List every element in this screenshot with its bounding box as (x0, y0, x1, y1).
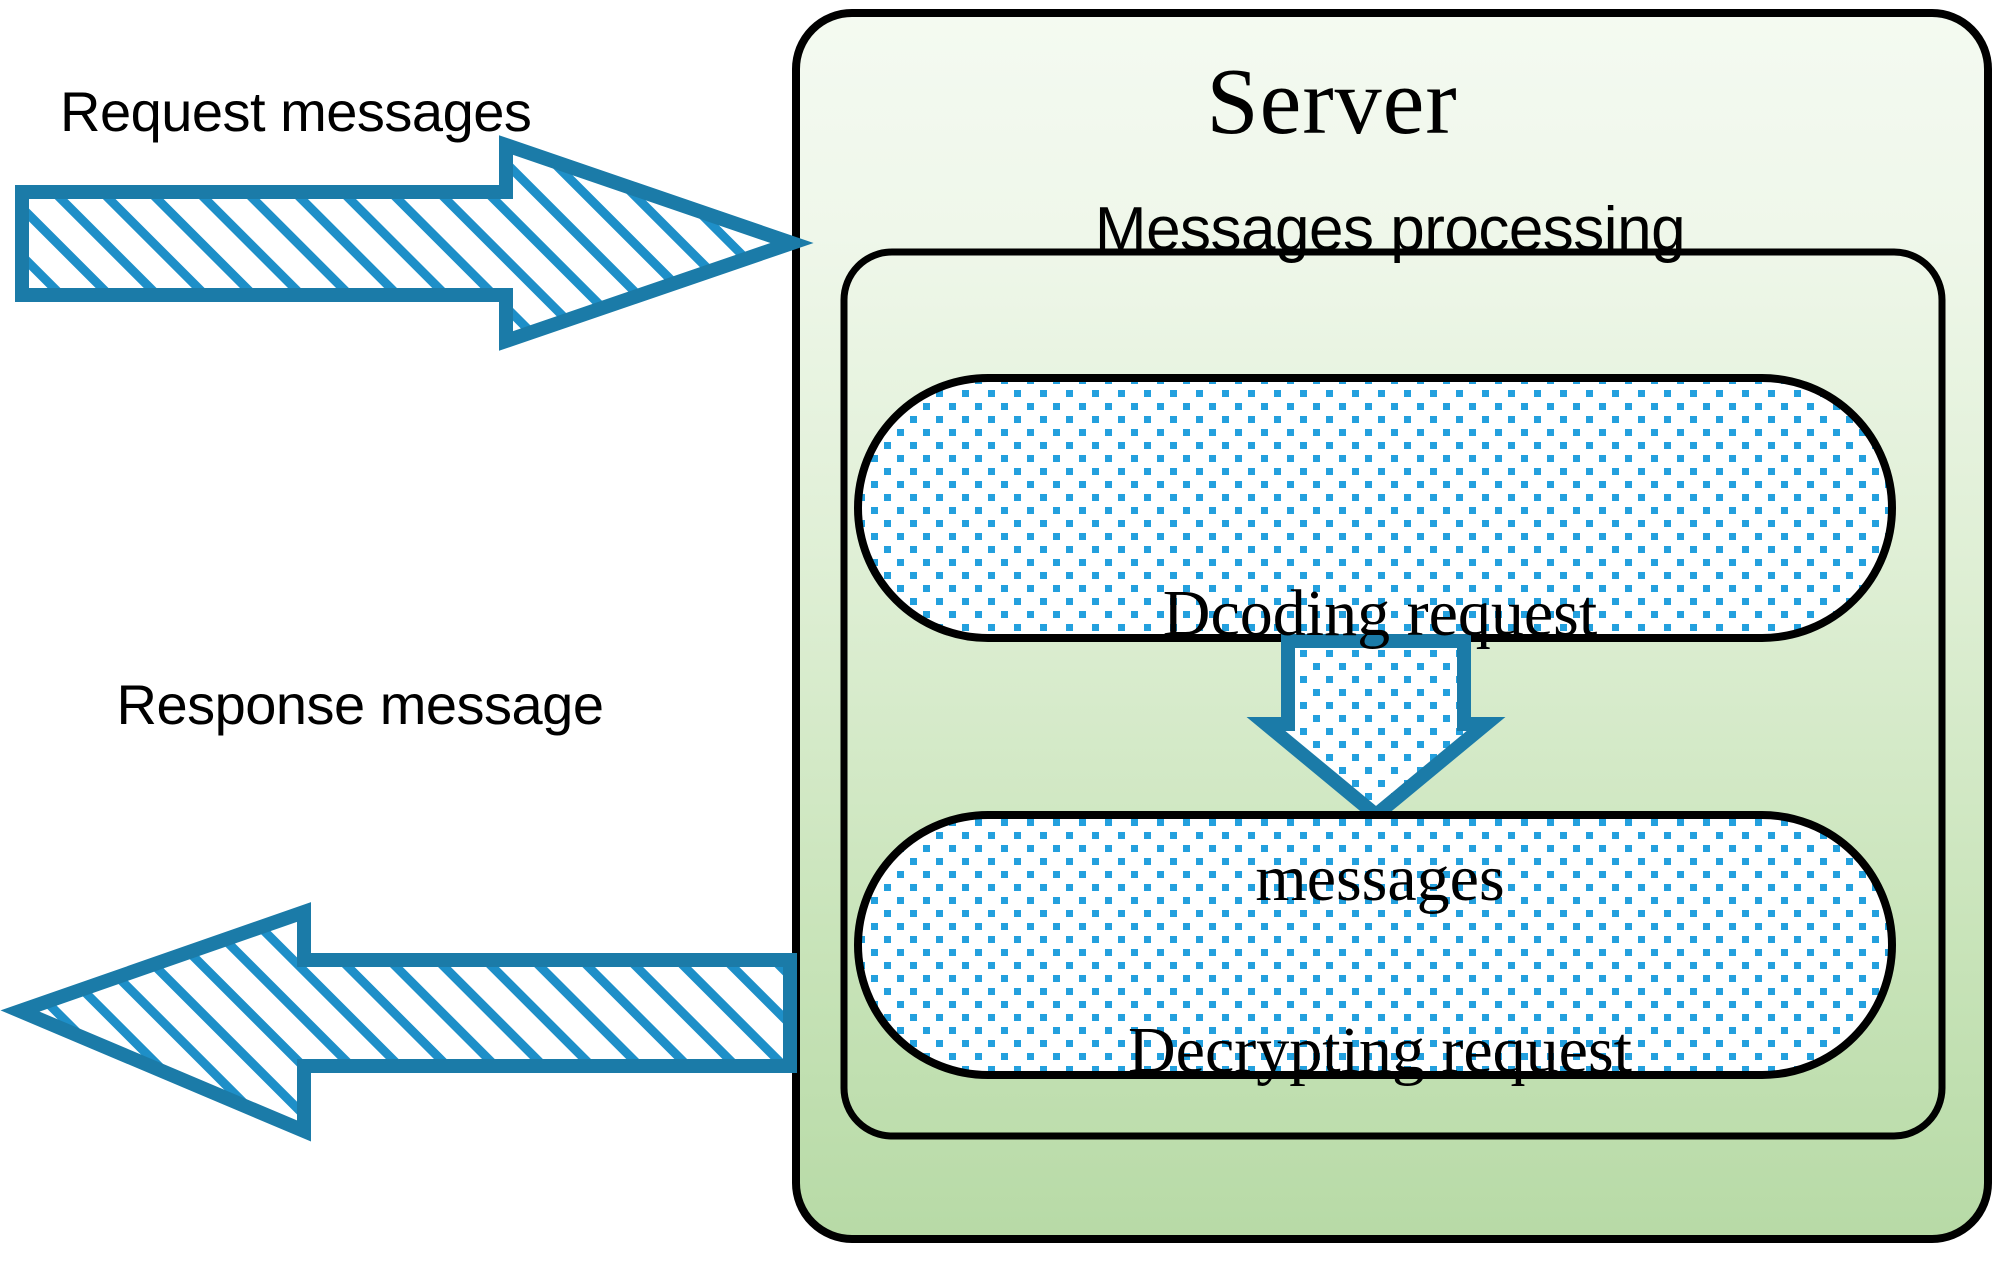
messages-processing-title: Messages processing (1094, 195, 1686, 264)
down-arrow (1246, 634, 1506, 825)
request-messages-arrow-shape (15, 135, 814, 351)
messages-processing-container (840, 248, 1946, 1140)
decoding-step-label-line2: messages (1255, 842, 1505, 916)
step-connector-arrow-shape (1246, 634, 1506, 825)
decrypting-step-label: Decrypting request message (880, 830, 1880, 1263)
response-message-arrow-shape (0, 902, 797, 1142)
decoding-step-label: Dcoding request messages (880, 393, 1880, 1101)
right-arrow (15, 135, 814, 351)
messages-processing-box (840, 248, 1946, 1140)
request-messages-label: Request messages (60, 80, 532, 143)
decrypting-step-label-line1: Decrypting request (1128, 1013, 1632, 1087)
left-arrow (0, 902, 797, 1142)
decrypting-pill[interactable] (854, 811, 1896, 1079)
step-decrypting-shape[interactable] (854, 811, 1896, 1079)
server-title: Server (1206, 50, 1458, 154)
decoding-step-label-line1: Dcoding request (1162, 576, 1598, 650)
response-message-label: Response message (116, 673, 604, 736)
